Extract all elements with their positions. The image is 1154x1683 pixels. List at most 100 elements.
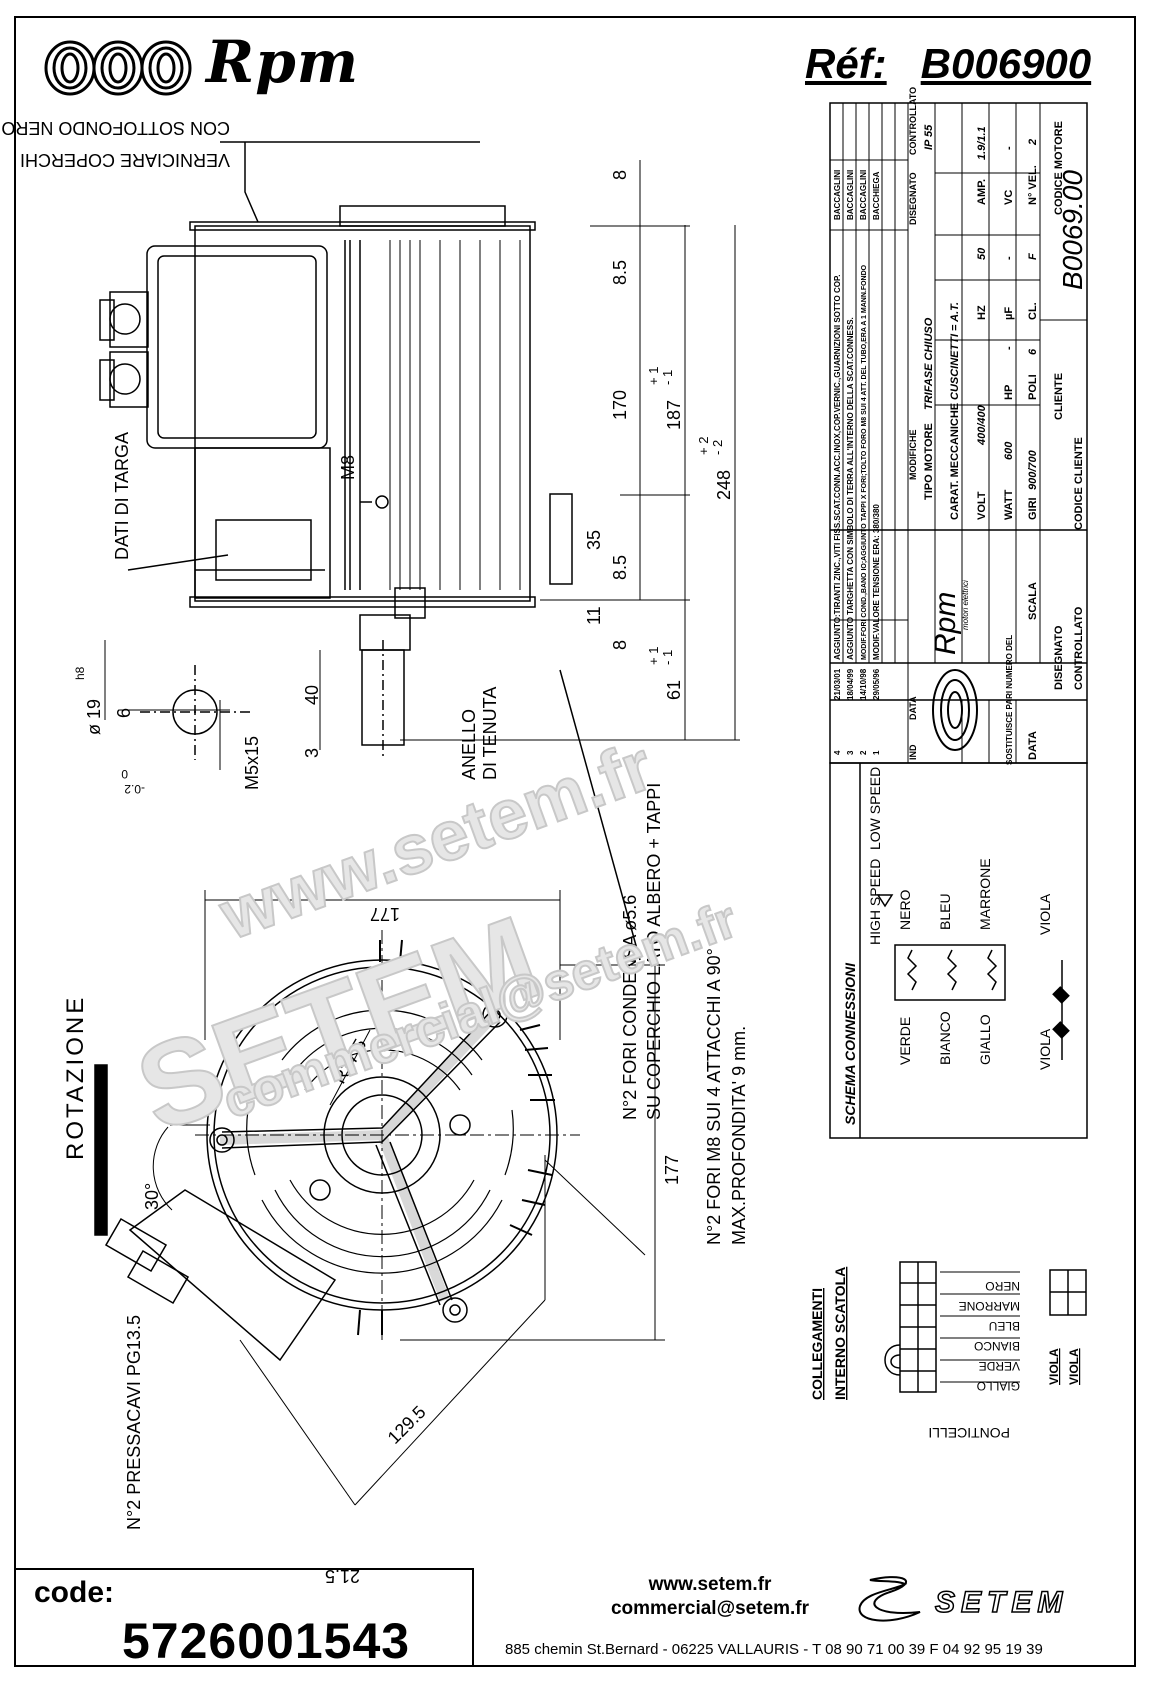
code-box <box>14 1568 474 1667</box>
note-fori-condensa-1: N°2 FORI CONDENSA ø5.6 <box>620 895 640 1120</box>
shaft-m5: M5x15 <box>242 736 262 790</box>
anello-1: ANELLO <box>459 709 479 780</box>
hz-value: 50 <box>976 247 988 260</box>
rev-header-desc: MODIFICHE <box>908 430 918 481</box>
title-block <box>829 102 1088 764</box>
wire-bleu: BLEU <box>937 893 953 930</box>
rev-4-desc: AGGIUNTO:TIRANTI ZINC.,VITI FISS.SCAT.CO… <box>833 274 842 660</box>
note-fori-m8-2: MAX.PROFONDITA' 9 mm. <box>729 1026 749 1245</box>
giri-label: GIRI <box>1027 497 1039 520</box>
tipo-motore-label: TIPO MOTORE <box>923 423 935 500</box>
rev-2-desc: MODIF.FORI COND.,BANO IO;AGGIUNTO TAPPI … <box>861 264 868 660</box>
wire-bianco: BIANCO <box>937 1011 953 1065</box>
rev-header-no: IND <box>908 744 918 760</box>
scala-label: SCALA <box>1027 582 1039 620</box>
ponticelli-label: PONTICELLI <box>928 1425 1010 1441</box>
hp-value: - <box>1003 346 1015 350</box>
dim-40: 40 <box>302 685 322 705</box>
end-cover-top <box>189 221 536 231</box>
data-label: DATA <box>1027 731 1039 760</box>
wire-nero: NERO <box>897 889 913 930</box>
dim-61-tol-plus: + 1 <box>646 647 661 665</box>
amp-value: 1.9/1.1 <box>976 126 988 160</box>
schema-box <box>829 762 1088 1139</box>
small-coil-logo <box>932 669 978 751</box>
shaft-21-5-tol-upper: 0 <box>121 767 128 781</box>
poli-value: 6 <box>1027 348 1039 355</box>
cliente-label: CLIENTE <box>1053 373 1065 420</box>
code-label: code: <box>34 1576 115 1609</box>
giri-value: 900/700 <box>1027 449 1039 490</box>
uf-label: µF <box>1003 307 1015 320</box>
rpm-coil-logo <box>44 40 192 96</box>
note-fori-condensa-2: SU COPERCHIO LATO ALBERO + TAPPI <box>644 783 664 1120</box>
anello-2: DI TENUTA <box>480 687 500 780</box>
rev-4-sign: BACCAGLINI <box>833 170 842 220</box>
wire-marrone: MARRONE <box>977 858 993 930</box>
hz-label: HZ <box>976 305 988 320</box>
rev-header-date: DATA <box>908 696 918 720</box>
rev-1-sign: BACCHIEGA <box>872 171 881 220</box>
coll-wire-bleu: BLEU <box>989 1319 1020 1333</box>
uf-value: - <box>1003 256 1015 260</box>
dim-8-5-bottom: 8.5 <box>610 555 630 580</box>
rev-2-no: 2 <box>859 750 868 755</box>
dim-187-tol-minus: - 1 <box>660 370 675 385</box>
dim-248-tol-minus: - 2 <box>710 440 725 455</box>
coll-wire-verde: VERDE <box>979 1359 1020 1373</box>
dim-187-tol-plus: + 1 <box>646 367 661 385</box>
pressacavi-note: N°2 PRESSACAVI PG13.5 <box>124 1315 144 1530</box>
watt-label: WATT <box>1003 489 1015 520</box>
amp-label: AMP. <box>976 179 988 205</box>
disegnato-label: DISEGNATO <box>1053 625 1065 690</box>
ip-rating: IP 55 <box>923 124 935 150</box>
rev-header-designed: DISEGNATO <box>908 172 918 225</box>
top-note-1: VERNICIARE COPERCHI <box>20 150 230 170</box>
rev-1-desc: MODIF.VALORE TENSIONE ERA: 380/380 <box>872 504 881 660</box>
shaft-21-5-tol-lower: -0.2 <box>124 782 145 796</box>
ref-label: Réf: <box>805 40 887 87</box>
dim-187: 187 <box>664 400 684 430</box>
rev-1-date: 29/05/96 <box>872 668 881 700</box>
seal-ring <box>394 587 426 619</box>
dim-3: 3 <box>302 748 322 758</box>
dim-8-bottom: 8 <box>610 640 630 650</box>
watt-value: 600 <box>1003 441 1015 460</box>
rev-3-no: 3 <box>846 750 855 755</box>
terminal-strip <box>884 1261 1087 1393</box>
drawing-frame <box>14 16 1136 1667</box>
website-link[interactable]: www.setem.fr <box>648 1574 772 1595</box>
note-fori-m8-1: N°2 FORI M8 SUI 4 ATTACCHI A 90° <box>704 948 724 1245</box>
dim-248: 248 <box>714 470 734 500</box>
collegamenti-title-2: INTERNO SCATOLA <box>832 1267 848 1400</box>
dim-177-side: 177 <box>662 1155 682 1185</box>
rev-2-sign: BACCAGLINI <box>859 170 868 220</box>
hp-label: HP <box>1003 385 1015 400</box>
schema-windings <box>876 894 1070 1060</box>
rev-3-date: 18/04/99 <box>846 668 855 700</box>
coll-viola-b: VIOLA <box>1067 1348 1081 1385</box>
brand-title: Rpm <box>206 28 360 96</box>
shaft-6: 6 <box>114 708 134 718</box>
ref-value: B006900 <box>920 40 1092 87</box>
dim-248-tol-plus: + 2 <box>696 437 711 455</box>
shaft-21-5: 21.5 <box>325 1566 360 1586</box>
sostituisce-label: SOSTITUISCE PARI NUMERO DEL <box>1005 635 1014 765</box>
top-note-2: CON SOTTOFONDO NERO <box>1 118 230 138</box>
volt-value: 400/400 <box>976 404 988 446</box>
email-link[interactable]: commercial@setem.fr <box>610 1598 810 1619</box>
address-line: 885 chemin St.Bernard - 06225 VALLAURIS … <box>505 1641 1043 1658</box>
angle-30: 30° <box>142 1183 162 1210</box>
rev-1-no: 1 <box>872 750 881 755</box>
viola-right: VIOLA <box>1037 893 1053 935</box>
rev-4-date: 21/03/01 <box>833 668 842 700</box>
vc-value: - <box>1003 146 1015 150</box>
codice-cliente-label: CODICE CLIENTE <box>1073 437 1085 530</box>
terminal-box <box>146 245 328 449</box>
controllato-label: CONTROLLATO <box>1073 606 1085 690</box>
schema-title: SCHEMA CONNESSIONI <box>842 962 858 1125</box>
dim-177-top: 177 <box>370 904 400 924</box>
contact-block: www.setem.fr commercial@setem.fr <box>575 1573 845 1621</box>
nvel-label: N° VEL. <box>1027 165 1039 205</box>
codice-motore-label: CODICE MOTORE <box>1053 121 1065 215</box>
